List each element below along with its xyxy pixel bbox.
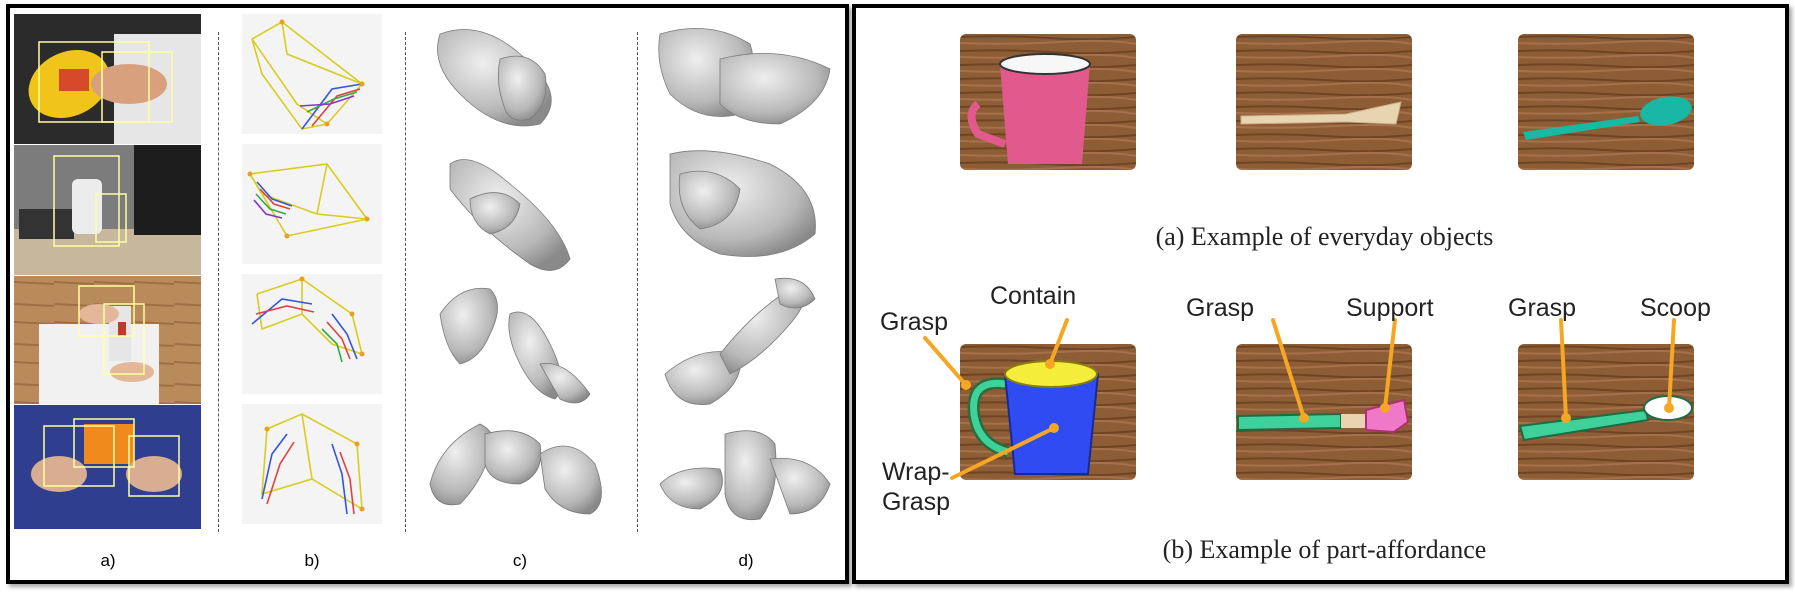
leader-spatula-grasp [1273,320,1304,418]
leader-cup-grasp [925,338,966,385]
leader-cup-wrap-grasp [952,428,1054,478]
hand-object-mesh-renders-alt [650,14,840,529]
column-label-c: c) [490,551,550,571]
label-cup-wrap-grasp-line1: Wrap- [882,458,950,487]
label-spoon-scoop: Scoop [1640,294,1711,323]
rgb-photo-strip [14,14,201,529]
leader-spoon-grasp [1561,320,1566,418]
dashed-separator [637,32,638,532]
keypoint-skeleton-drawings [242,14,382,529]
affordance-figure-panel: (a) Example of everyday objects [852,4,1789,584]
label-spoon-grasp: Grasp [1508,294,1576,323]
label-cup-grasp: Grasp [880,308,948,337]
hand-object-figure-panel: a) b) c) d) [6,4,849,584]
column-label-a: a) [78,551,138,571]
leader-spatula-support [1385,320,1395,408]
column-label-b: b) [282,551,342,571]
label-cup-wrap-grasp-line2: Grasp [882,488,950,517]
label-spatula-grasp: Grasp [1186,294,1254,323]
leader-cup-contain [1050,320,1067,364]
hand-object-mesh-renders [420,14,620,529]
mesh-column-c [420,14,620,529]
label-cup-contain: Contain [990,282,1076,311]
label-spatula-support: Support [1346,294,1434,323]
mesh-column-d [650,14,840,529]
leader-spoon-scoop [1669,320,1674,408]
column-label-d: d) [716,551,776,571]
dashed-separator [405,32,406,532]
caption-part-affordance: (b) Example of part-affordance [856,535,1793,565]
photo-column-a [14,14,201,529]
skeleton-column-b [242,14,382,529]
dashed-separator [218,32,219,532]
